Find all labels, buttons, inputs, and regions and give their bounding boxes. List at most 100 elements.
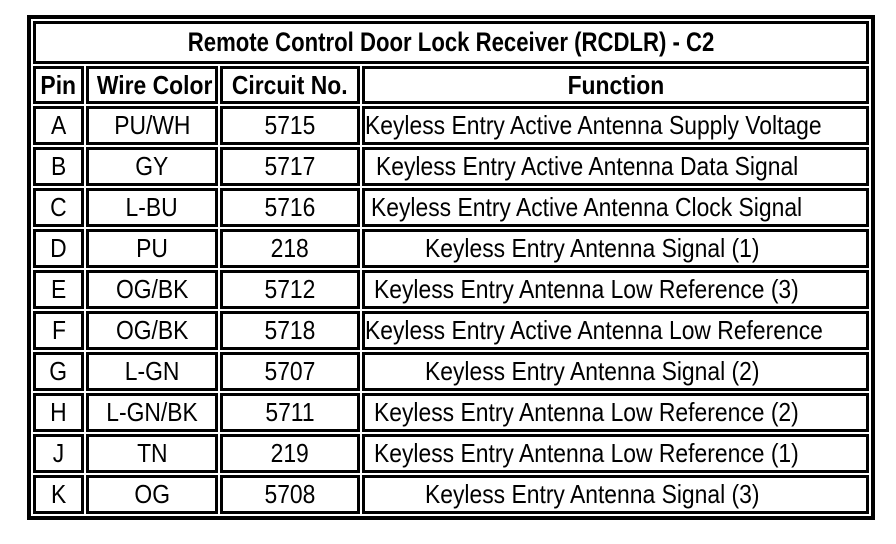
function-cell-text: Keyless Entry Active Antenna Supply Volt… xyxy=(365,110,822,140)
wire-color-cell-text: TN xyxy=(136,438,168,468)
wire-color-cell: GY xyxy=(86,147,218,186)
wire-color-cell: OG/BK xyxy=(86,311,218,350)
wire-color-cell: PU xyxy=(86,229,218,268)
wire-color-cell: L-BU xyxy=(86,188,218,227)
table-row: D PU 218 Keyless Entry Antenna Signal (1… xyxy=(33,229,870,268)
table-row: J TN 219 Keyless Entry Antenna Low Refer… xyxy=(33,434,870,473)
circuit-no-cell-text: 5707 xyxy=(264,356,316,386)
column-header-function-label: Function xyxy=(567,69,664,100)
circuit-no-cell-text: 5711 xyxy=(265,397,315,427)
table-row: B GY 5717 Keyless Entry Active Antenna D… xyxy=(33,147,870,186)
pin-cell: H xyxy=(33,393,84,432)
function-cell: Keyless Entry Antenna Low Reference (3) xyxy=(362,270,870,309)
circuit-no-cell-text: 218 xyxy=(270,233,310,263)
wire-color-cell: OG xyxy=(86,475,218,514)
circuit-no-cell: 5711 xyxy=(220,393,360,432)
column-header-pin: Pin xyxy=(33,66,84,104)
function-cell: Keyless Entry Antenna Signal (2) xyxy=(362,352,870,391)
rcdlr-c2-pinout-table: Remote Control Door Lock Receiver (RCDLR… xyxy=(27,15,876,520)
pin-cell-text: D xyxy=(50,233,67,263)
column-header-circuit-no: Circuit No. xyxy=(220,66,360,104)
table-row: K OG 5708 Keyless Entry Antenna Signal (… xyxy=(33,475,870,514)
function-cell: Keyless Entry Active Antenna Supply Volt… xyxy=(362,106,870,145)
function-cell-text: Keyless Entry Antenna Signal (2) xyxy=(425,356,760,386)
circuit-no-cell: 5716 xyxy=(220,188,360,227)
pin-cell: J xyxy=(33,434,84,473)
pin-cell: D xyxy=(33,229,84,268)
circuit-no-cell: 5712 xyxy=(220,270,360,309)
pin-cell-text: A xyxy=(50,110,67,140)
pin-cell-text: J xyxy=(52,438,65,468)
pin-cell: C xyxy=(33,188,84,227)
circuit-no-cell: 218 xyxy=(220,229,360,268)
wire-color-cell-text: L-GN xyxy=(124,356,180,386)
column-header-wire-color: Wire Color xyxy=(86,66,218,104)
wire-color-cell-text: OG/BK xyxy=(115,315,189,345)
wire-color-cell: L-GN xyxy=(86,352,218,391)
function-cell-text: Keyless Entry Antenna Signal (1) xyxy=(425,233,760,263)
function-cell: Keyless Entry Active Antenna Low Referen… xyxy=(362,311,870,350)
wire-color-cell: L-GN/BK xyxy=(86,393,218,432)
column-header-pin-label: Pin xyxy=(40,69,77,100)
pin-cell: K xyxy=(33,475,84,514)
column-header-function: Function xyxy=(362,66,870,104)
wire-color-cell-text: L-BU xyxy=(125,192,179,222)
table-title-cell: Remote Control Door Lock Receiver (RCDLR… xyxy=(33,21,870,64)
wire-color-cell-text: PU/WH xyxy=(113,110,191,140)
table-title-row: Remote Control Door Lock Receiver (RCDLR… xyxy=(33,21,870,64)
function-cell-text: Keyless Entry Antenna Low Reference (2) xyxy=(374,397,799,427)
table-body: A PU/WH 5715 Keyless Entry Active Antenn… xyxy=(33,106,870,514)
circuit-no-cell: 5707 xyxy=(220,352,360,391)
function-cell: Keyless Entry Antenna Low Reference (2) xyxy=(362,393,870,432)
wire-color-cell-text: GY xyxy=(135,151,169,181)
function-cell-text: Keyless Entry Antenna Low Reference (3) xyxy=(374,274,799,304)
circuit-no-cell: 5718 xyxy=(220,311,360,350)
column-header-circuit-no-label: Circuit No. xyxy=(232,69,348,100)
column-header-wire-color-label: Wire Color xyxy=(96,69,213,100)
wire-color-cell-text: L-GN/BK xyxy=(106,397,198,427)
table-row: H L-GN/BK 5711 Keyless Entry Antenna Low… xyxy=(33,393,870,432)
circuit-no-cell-text: 5708 xyxy=(264,479,316,509)
wire-color-cell: TN xyxy=(86,434,218,473)
wire-color-cell: OG/BK xyxy=(86,270,218,309)
pin-cell-text: H xyxy=(50,397,67,427)
pin-cell: G xyxy=(33,352,84,391)
pin-cell-text: C xyxy=(50,192,67,222)
function-cell: Keyless Entry Active Antenna Clock Signa… xyxy=(362,188,870,227)
wire-color-cell-text: OG xyxy=(134,479,170,509)
pin-cell-text: B xyxy=(50,151,67,181)
column-header-row: Pin Wire Color Circuit No. Function xyxy=(33,66,870,104)
pin-cell: E xyxy=(33,270,84,309)
function-cell-text: Keyless Entry Active Antenna Clock Signa… xyxy=(370,192,802,222)
circuit-no-cell-text: 5715 xyxy=(264,110,316,140)
circuit-no-cell-text: 5712 xyxy=(264,274,316,304)
wire-color-cell-text: OG/BK xyxy=(115,274,189,304)
pin-cell: F xyxy=(33,311,84,350)
table-row: G L-GN 5707 Keyless Entry Antenna Signal… xyxy=(33,352,870,391)
table-title: Remote Control Door Lock Receiver (RCDLR… xyxy=(187,27,715,57)
function-cell-text: Keyless Entry Active Antenna Low Referen… xyxy=(365,315,823,345)
table-row: A PU/WH 5715 Keyless Entry Active Antenn… xyxy=(33,106,870,145)
circuit-no-cell: 5717 xyxy=(220,147,360,186)
function-cell: Keyless Entry Antenna Low Reference (1) xyxy=(362,434,870,473)
circuit-no-cell: 5708 xyxy=(220,475,360,514)
table-row: C L-BU 5716 Keyless Entry Active Antenna… xyxy=(33,188,870,227)
function-cell-text: Keyless Entry Antenna Low Reference (1) xyxy=(374,438,799,468)
function-cell: Keyless Entry Antenna Signal (3) xyxy=(362,475,870,514)
pin-cell-text: E xyxy=(50,274,67,304)
pin-cell-text: G xyxy=(49,356,68,386)
circuit-no-cell-text: 5717 xyxy=(264,151,316,181)
function-cell-text: Keyless Entry Antenna Signal (3) xyxy=(425,479,760,509)
wire-color-cell: PU/WH xyxy=(86,106,218,145)
table-row: F OG/BK 5718 Keyless Entry Active Antenn… xyxy=(33,311,870,350)
function-cell: Keyless Entry Antenna Signal (1) xyxy=(362,229,870,268)
pin-cell-text: F xyxy=(51,315,66,345)
table-row: E OG/BK 5712 Keyless Entry Antenna Low R… xyxy=(33,270,870,309)
pin-cell: A xyxy=(33,106,84,145)
circuit-no-cell: 219 xyxy=(220,434,360,473)
wire-color-cell-text: PU xyxy=(136,233,168,263)
function-cell: Keyless Entry Active Antenna Data Signal xyxy=(362,147,870,186)
function-cell-text: Keyless Entry Active Antenna Data Signal xyxy=(375,151,798,181)
circuit-no-cell-text: 5718 xyxy=(264,315,316,345)
circuit-no-cell: 5715 xyxy=(220,106,360,145)
